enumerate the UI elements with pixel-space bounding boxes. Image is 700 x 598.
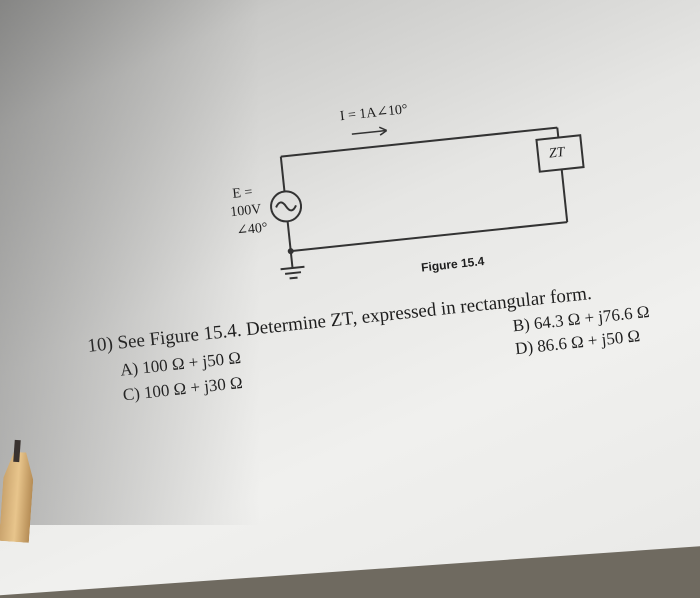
top-wire [280, 126, 558, 158]
right-wire-upper [556, 127, 560, 138]
source-label-line2: 100V [229, 202, 263, 221]
current-arrow-head-icon [378, 126, 388, 136]
worksheet-content: I = 1A∠10° E = 100V ∠40° ZT Figure 15.4 … [86, 102, 650, 404]
bottom-wire [290, 221, 568, 253]
sine-wave-icon [275, 201, 297, 212]
current-arrow-shaft [351, 129, 387, 135]
right-wire-lower [560, 169, 569, 223]
source-label-line3: ∠40° [235, 220, 269, 239]
circuit-diagram [270, 126, 585, 280]
ground-line-3 [289, 276, 298, 280]
left-wire-lower [286, 221, 292, 252]
source-label-line1: E = [231, 184, 254, 202]
ground-line-2 [284, 271, 302, 275]
left-wire-upper [279, 156, 286, 192]
load-label: ZT [548, 145, 566, 162]
ground-stem [289, 251, 294, 269]
ground-line-1 [280, 265, 305, 271]
